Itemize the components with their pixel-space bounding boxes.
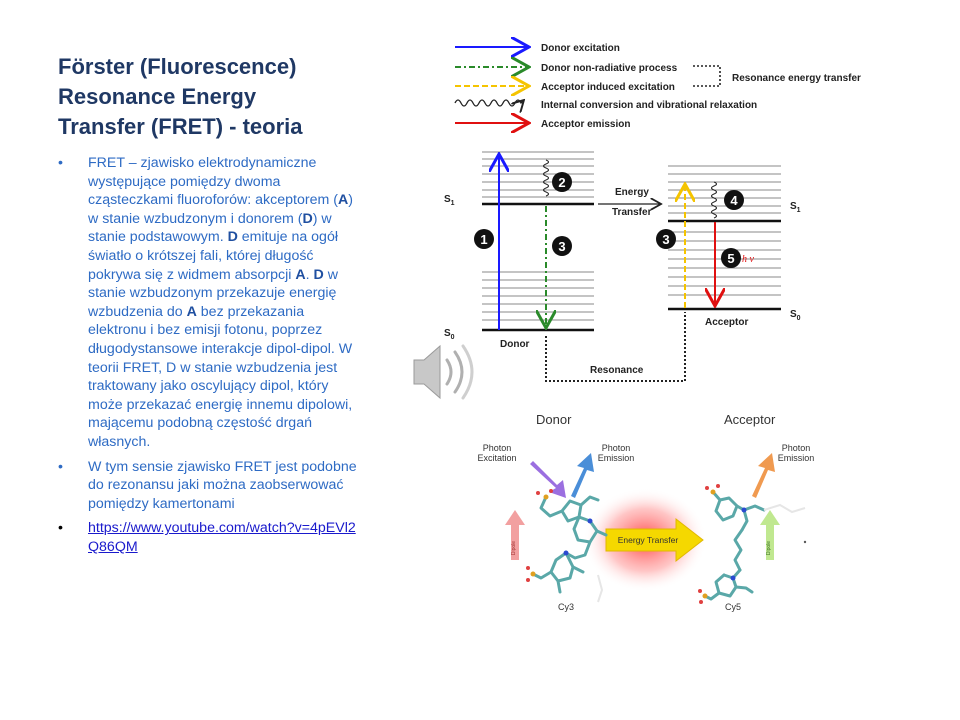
- cy5-label: Cy5: [725, 602, 741, 612]
- svg-text:5: 5: [727, 251, 734, 266]
- legend-acceptor-induced: Acceptor induced excitation: [541, 82, 675, 93]
- acceptor-letter: A: [295, 266, 306, 283]
- donor-vibrational-relaxation-wave: [542, 159, 550, 197]
- acceptor-letter: A: [337, 192, 349, 209]
- donor-letter: D: [313, 266, 324, 283]
- bullet-item-fret-definition: • FRET – zjawisko elektrodynamiczne wyst…: [58, 154, 363, 452]
- cy5-atoms: [698, 484, 747, 604]
- hv-label: h ν: [742, 254, 755, 265]
- cy3-tail: [597, 574, 604, 603]
- acceptor-dipole-arrow: [760, 510, 780, 560]
- acceptor-letter: A: [186, 303, 197, 320]
- legend-donor-excitation: Donor excitation: [541, 43, 620, 54]
- text: ) w stanie wzbudzonym i donorem (: [88, 192, 353, 227]
- energy-transfer-label: Energy Transfer: [618, 535, 679, 545]
- youtube-link[interactable]: https://www.youtube.com/watch?v=4pEVl2Q8…: [88, 520, 356, 555]
- legend-internal-conversion: Internal conversion and vibrational rela…: [541, 100, 757, 111]
- step-2-badge: 2: [552, 172, 572, 192]
- text: emituje na ogół światło o krótszej fali,…: [88, 229, 338, 283]
- bullet-marker: •: [58, 155, 63, 171]
- photon-excitation-arrow: [530, 461, 566, 498]
- svg-text:3: 3: [558, 239, 565, 254]
- legend-internal-conversion-wave: [454, 100, 523, 106]
- svg-text:2: 2: [558, 175, 565, 190]
- svg-text:1: 1: [480, 232, 487, 247]
- acceptor-dipole-label: Dipole: [766, 541, 772, 555]
- molecule-illustration: Donor Acceptor Photon Excitation Photon …: [477, 412, 814, 612]
- text: bez przekazania elektronu i bez emisji f…: [88, 303, 353, 450]
- legend-acceptor-emission: Acceptor emission: [541, 119, 630, 130]
- svg-text:3: 3: [662, 232, 669, 247]
- donor-energy-levels: [482, 151, 594, 321]
- title-line-2: Resonance Energy: [58, 84, 257, 109]
- photon-emission-label-2: Emission: [598, 453, 635, 463]
- text: .: [305, 266, 314, 283]
- title-line-3: Transfer (FRET) - teoria: [58, 114, 303, 139]
- cy5-molecule: [703, 490, 766, 601]
- step-3-donor-badge: 3: [552, 236, 572, 256]
- step-4-badge: 4: [724, 190, 744, 210]
- cy3-atoms: [526, 489, 593, 582]
- acceptor-s1-label: S1: [790, 201, 801, 214]
- acceptor-label: Acceptor: [705, 317, 748, 328]
- energy-label: Energy: [615, 187, 649, 198]
- donor-dipole-arrow: [505, 510, 525, 560]
- bullet-list: • FRET – zjawisko elektrodynamiczne wyst…: [58, 154, 363, 562]
- bullet-marker: •: [58, 458, 63, 475]
- resonance-label: Resonance: [590, 365, 644, 376]
- acceptor-photon-emission-label-1: Photon: [782, 443, 811, 453]
- acceptor-title: Acceptor: [724, 412, 776, 427]
- text: W tym sensie zjawisko FRET jest podobne …: [88, 458, 357, 512]
- legend-ret-bracket: [693, 65, 721, 87]
- bullet-marker: •: [58, 520, 63, 537]
- transfer-label: Transfer: [612, 207, 652, 218]
- legend: Donor excitation Donor non-radiative pro…: [454, 43, 861, 130]
- svg-text:4: 4: [730, 193, 738, 208]
- step-1-badge: 1: [474, 229, 494, 249]
- bullet-item-resonance: • W tym sensie zjawisko FRET jest podobn…: [58, 458, 363, 514]
- cy3-label: Cy3: [558, 602, 574, 612]
- photon-excitation-label-1: Photon: [483, 443, 512, 453]
- donor-title: Donor: [536, 412, 572, 427]
- legend-resonance-energy-transfer: Resonance energy transfer: [732, 73, 861, 84]
- legend-donor-nonrad: Donor non-radiative process: [541, 63, 678, 74]
- title-line-1: Förster (Fluorescence): [58, 54, 297, 79]
- donor-s1-label: S1: [444, 194, 455, 207]
- acceptor-s0-label: S0: [790, 309, 801, 322]
- step-5-badge: 5: [721, 248, 741, 268]
- donor-letter: D: [227, 229, 238, 246]
- acceptor-photon-emission-arrow: [752, 453, 775, 498]
- acceptor-vibrational-relaxation-wave: [710, 181, 718, 219]
- acceptor-photon-emission-label-2: Emission: [778, 453, 815, 463]
- cy5-tail: [763, 503, 806, 514]
- slide-title: Förster (Fluorescence) Resonance Energy …: [58, 52, 358, 142]
- photon-emission-arrow: [571, 453, 594, 498]
- text: ) w stanie podstawowym.: [88, 210, 332, 246]
- donor-letter: D: [302, 210, 313, 227]
- energy-transfer-arrow-big: [605, 517, 704, 563]
- photon-emission-label-1: Photon: [602, 443, 631, 453]
- text: w stanie wzbudzonym przekazuje energię w…: [88, 266, 338, 320]
- bullet-item-link: • https://www.youtube.com/watch?v=4pEVl2…: [58, 519, 363, 556]
- photon-excitation-label-2: Excitation: [477, 453, 516, 463]
- cy5-dot: [803, 540, 807, 544]
- step-3-acceptor-badge: 3: [656, 229, 676, 249]
- donor-dipole-label: Dipole: [511, 541, 517, 555]
- donor-s0-label: S0: [444, 328, 455, 341]
- text: FRET – zjawisko elektrodynamiczne występ…: [88, 155, 338, 209]
- donor-label: Donor: [500, 339, 530, 350]
- speaker-icon[interactable]: [413, 344, 474, 400]
